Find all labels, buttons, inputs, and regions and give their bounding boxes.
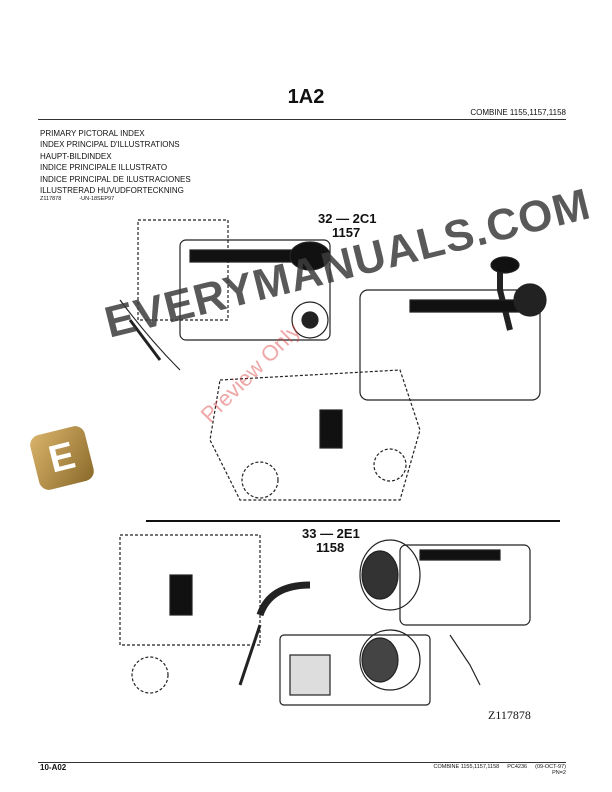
page-number: 10-A02	[40, 763, 67, 772]
header-model: COMBINE 1155,1157,1158	[470, 108, 566, 117]
index-title: PRIMARY PICTORAL INDEX	[40, 129, 145, 138]
page-title: 1A2	[287, 86, 325, 108]
footer-date: (09-OCT-97)	[535, 764, 566, 770]
index-title: INDICE PRINCIPAL DE ILUSTRACIONES	[40, 174, 191, 184]
footer-pn: PN=2	[552, 770, 566, 776]
index-title: HAUPT-BILDINDEX	[40, 151, 112, 161]
figure-code: Z117878	[488, 708, 531, 722]
index-title: INDICE PRINCIPALE ILLUSTRATO	[40, 163, 168, 173]
watermark-logo: E	[28, 424, 96, 492]
illustration-1157	[119, 219, 547, 501]
ref-code: Z117878	[40, 196, 62, 202]
index-titles: PRIMARY PICTORAL INDEX INDEX PRINCIPAL D…	[40, 128, 191, 196]
index-title: ILLUSTRERAD HUVUDFORTECKNING	[40, 186, 184, 196]
section-divider	[146, 520, 560, 522]
header-rule	[38, 119, 566, 120]
illustration-1158	[119, 534, 531, 706]
index-title: INDEX PRINCIPAL D'ILLUSTRATIONS	[40, 140, 180, 150]
footer-rule	[38, 762, 566, 763]
reference-line: Z117878 -UN-18SEP97	[40, 196, 132, 202]
footer-model: COMBINE 1155,1157,1158	[433, 764, 500, 770]
ref-date: -UN-18SEP97	[79, 196, 115, 202]
footer-pub: PC4236	[507, 764, 528, 770]
